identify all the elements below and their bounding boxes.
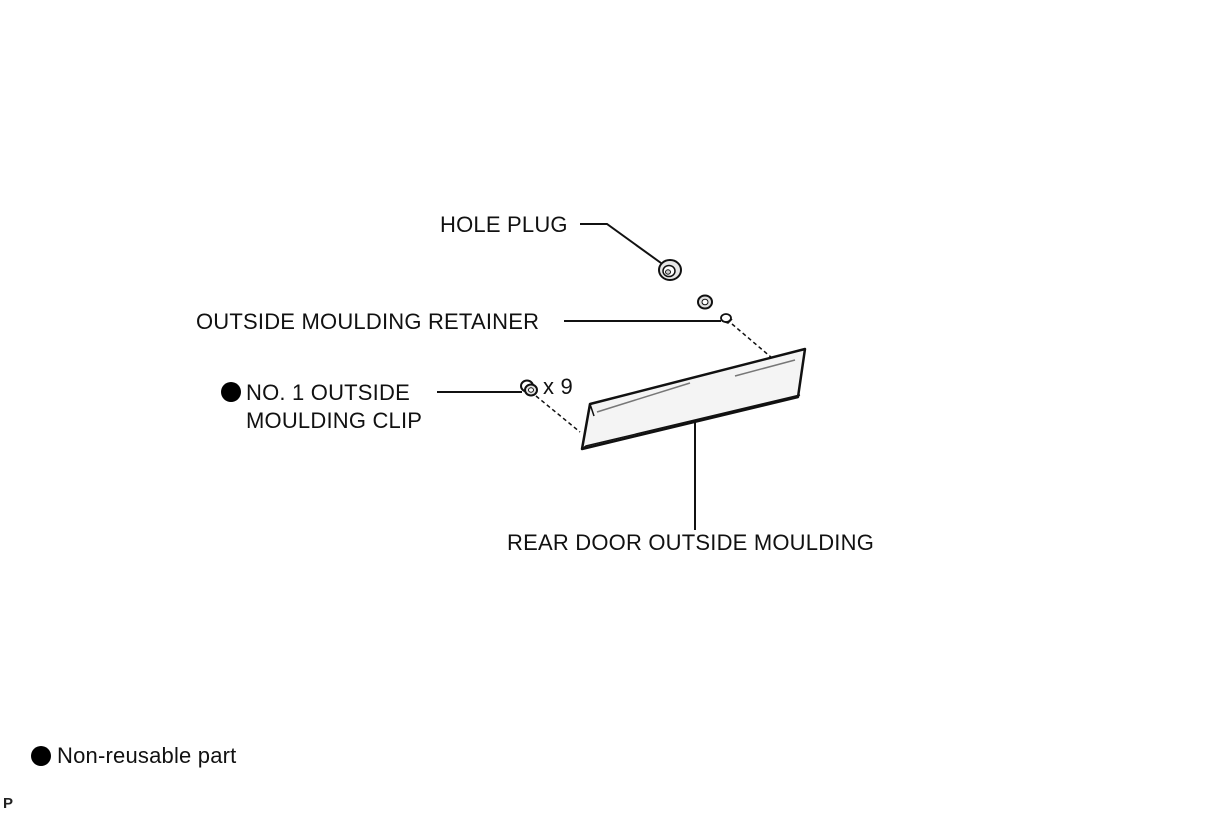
rear-door-outside-moulding-part: [580, 347, 807, 451]
rear-door-outside-moulding-label: REAR DOOR OUTSIDE MOULDING: [507, 530, 875, 555]
installation-guide-lines: [535, 323, 773, 433]
legend-non-reusable-icon: [31, 746, 51, 766]
clip-quantity-label: x 9: [543, 374, 573, 399]
outside-moulding-retainer-part: [697, 294, 713, 310]
non-reusable-marker-icon: [221, 382, 241, 402]
outside-moulding-clip-label-line2: MOULDING CLIP: [246, 408, 423, 433]
retainer-clip-part: [720, 313, 733, 324]
illustration-code: P: [3, 795, 14, 812]
leader-lines: [437, 223, 721, 530]
hole-plug-leader: [580, 223, 662, 264]
outside-moulding-clip-label-line1: NO. 1 OUTSIDE: [246, 380, 410, 405]
hole-plug-part: [658, 259, 682, 281]
hole-plug-label: HOLE PLUG: [440, 212, 568, 237]
outside-moulding-retainer-label: OUTSIDE MOULDING RETAINER: [196, 309, 540, 334]
legend-non-reusable-label: Non-reusable part: [57, 743, 237, 768]
outside-moulding-clip-part: [520, 379, 538, 397]
